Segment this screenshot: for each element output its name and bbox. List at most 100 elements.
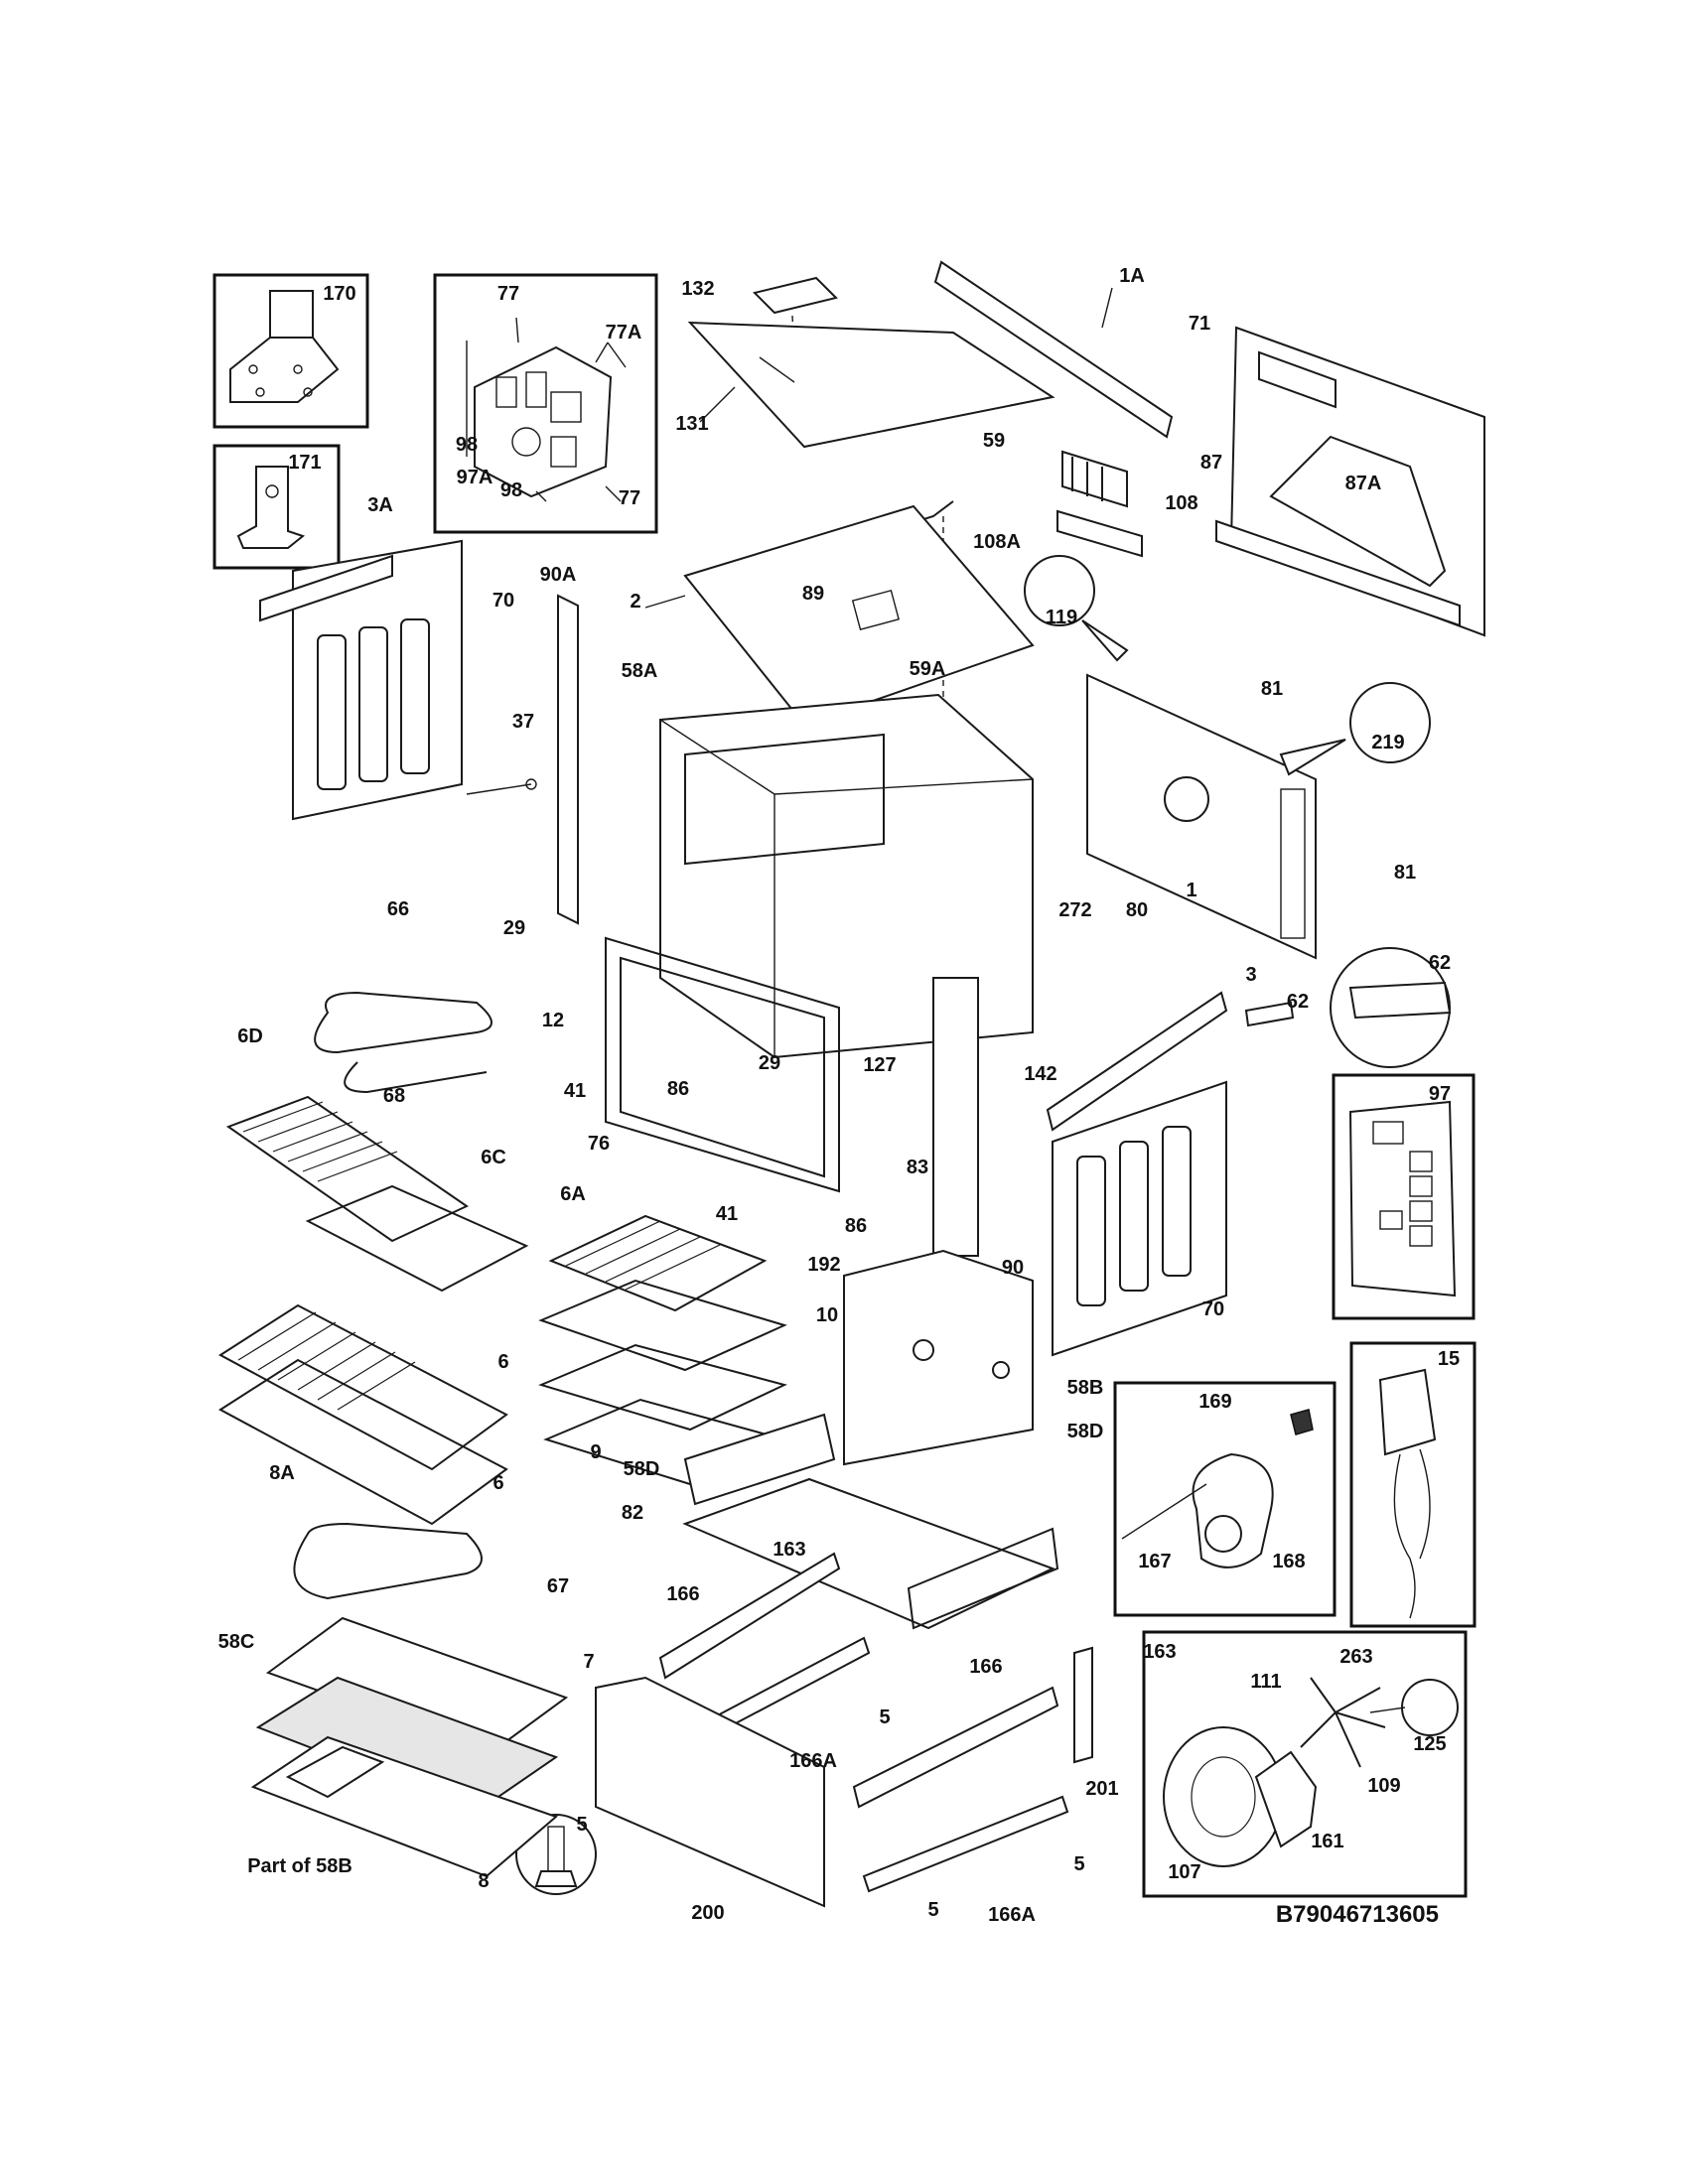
part-58a-insulation-box xyxy=(659,693,1034,1059)
part-label-l11: 71 xyxy=(1189,313,1210,335)
part-label-l25: 59A xyxy=(910,658,946,680)
part-label-l73: 7 xyxy=(583,1651,594,1673)
part-108a-bracket xyxy=(1056,509,1143,558)
part-label-l14: 108 xyxy=(1165,492,1197,514)
part-label-l33: 80 xyxy=(1126,899,1148,921)
part-label-l58: 6 xyxy=(497,1351,508,1373)
part-label-l49: 83 xyxy=(907,1157,928,1178)
part-label-l66: 82 xyxy=(622,1502,643,1524)
part-label-l12: 131 xyxy=(675,413,708,435)
part-label-l62: 58D xyxy=(1067,1421,1104,1442)
part-1-back-panel xyxy=(1086,673,1317,960)
part-label-l80: 125 xyxy=(1413,1733,1446,1755)
part-label-l8: 77 xyxy=(619,487,640,509)
part-label-l17: 108A xyxy=(973,531,1021,553)
part-37-probe xyxy=(466,778,537,795)
part-label-l16: 87A xyxy=(1345,473,1382,494)
part-66-broil-element xyxy=(314,991,492,1094)
part-label-l43: 68 xyxy=(383,1085,405,1107)
drawing-code: B79046713605 xyxy=(1276,1901,1439,1928)
part-label-l75: 163 xyxy=(1143,1641,1176,1663)
inset-box-blower xyxy=(1142,1630,1468,1898)
part-label-l91: 166A xyxy=(988,1904,1036,1926)
inset-box-motor xyxy=(1113,1381,1336,1617)
part-label-l83: 5 xyxy=(576,1814,587,1836)
part-8a-element xyxy=(293,1522,483,1600)
part-label-l85: 107 xyxy=(1168,1861,1200,1883)
part-label-l53: 90 xyxy=(1002,1257,1024,1279)
part-label-l5: 98 xyxy=(456,434,478,456)
part-6-racks xyxy=(218,1303,508,1526)
part-label-l19: 90A xyxy=(540,564,577,586)
part-label-l70: 67 xyxy=(547,1575,569,1597)
part-label-l51: 41 xyxy=(716,1203,738,1225)
part-label-l41: 127 xyxy=(863,1054,896,1076)
part-6d-rack xyxy=(225,1095,470,1243)
part-label-l40: 29 xyxy=(759,1052,780,1074)
part-label-l7: 98 xyxy=(500,479,522,501)
part-label-l46: 97 xyxy=(1429,1083,1451,1105)
part-label-l63: 8A xyxy=(269,1462,295,1484)
part-label-l34: 1 xyxy=(1186,880,1196,901)
part-200-drawer-front xyxy=(595,1676,825,1908)
part-201-bracket xyxy=(1073,1646,1093,1764)
part-label-l52: 86 xyxy=(845,1215,867,1237)
part-label-l47: 76 xyxy=(588,1133,610,1155)
part-166-slides xyxy=(658,1552,1059,1809)
part-label-l32: 272 xyxy=(1058,899,1091,921)
part-label-l45: 86 xyxy=(667,1078,689,1100)
part-label-l64: 58D xyxy=(624,1458,660,1480)
part-label-l82: 201 xyxy=(1085,1778,1118,1800)
part-219-inset xyxy=(1279,682,1431,776)
part-label-l89: 200 xyxy=(691,1902,724,1924)
part-label-l2: 171 xyxy=(288,452,321,474)
part-label-l26: 81 xyxy=(1261,678,1283,700)
part-label-l44: 41 xyxy=(564,1080,586,1102)
part-label-l71: 166 xyxy=(666,1583,699,1605)
part-label-l48: 6C xyxy=(481,1147,506,1168)
part-90-channel xyxy=(932,977,979,1257)
part-119-inset xyxy=(1024,555,1129,662)
part-label-l74: 166 xyxy=(969,1656,1002,1678)
part-label-l86: Part of 58B xyxy=(247,1855,352,1877)
part-label-l36: 62 xyxy=(1429,952,1451,974)
part-label-l35: 3 xyxy=(1245,964,1256,986)
part-label-l21: 2 xyxy=(630,591,640,613)
part-58b-insulation xyxy=(843,1249,1034,1466)
inset-box-15 xyxy=(1349,1341,1477,1628)
part-label-l38: 12 xyxy=(542,1010,564,1031)
part-82-bottom-frame xyxy=(682,1477,1055,1630)
part-label-l68: 167 xyxy=(1138,1551,1171,1572)
part-2-top-panel xyxy=(644,504,1035,727)
part-label-l56: 10 xyxy=(816,1304,838,1326)
part-label-l24: 58A xyxy=(622,660,658,682)
part-label-l72: 58C xyxy=(218,1631,255,1653)
part-label-l1: 170 xyxy=(323,283,355,305)
part-label-l76: 263 xyxy=(1339,1646,1372,1668)
inset-box-171 xyxy=(212,444,341,570)
part-label-l65: 6 xyxy=(492,1472,503,1494)
inset-box-control-board xyxy=(433,273,658,534)
part-label-l42: 142 xyxy=(1024,1063,1056,1085)
part-label-l27: 219 xyxy=(1371,732,1404,753)
part-76-door-frame xyxy=(605,936,840,1193)
part-label-l59: 169 xyxy=(1198,1391,1231,1413)
part-71-panel xyxy=(1215,326,1485,637)
part-label-l20: 70 xyxy=(492,590,514,612)
part-label-l4: 77A xyxy=(606,322,642,343)
part-1a-rail xyxy=(933,260,1174,439)
part-131-top-shield xyxy=(687,321,1055,449)
part-166a-slides xyxy=(693,1636,1069,1893)
part-label-l78: 5 xyxy=(879,1706,890,1728)
part-label-l69: 168 xyxy=(1272,1551,1305,1572)
part-label-l54: 192 xyxy=(807,1254,840,1276)
part-label-l50: 6A xyxy=(560,1183,586,1205)
part-label-l55: 70 xyxy=(1202,1298,1224,1320)
part-108-connector xyxy=(1061,450,1128,508)
part-label-l87: 5 xyxy=(1073,1853,1084,1875)
part-label-l3: 77 xyxy=(497,283,519,305)
part-8-bottom-cover xyxy=(250,1735,558,1878)
inset-box-97 xyxy=(1332,1073,1476,1320)
part-58d-insulation xyxy=(683,1413,1059,1630)
